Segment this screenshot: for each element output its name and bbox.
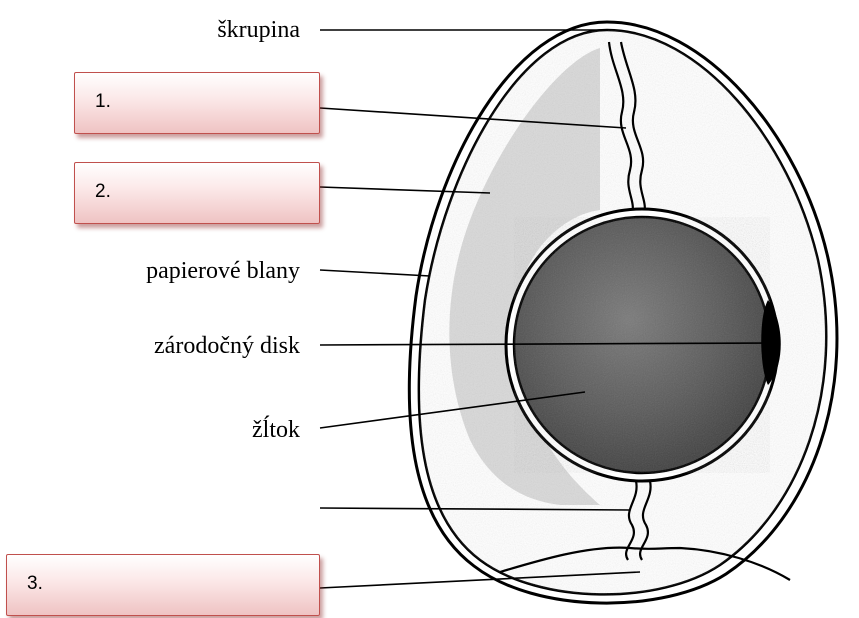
answer-box-2-label: 2. (95, 181, 111, 202)
label-membranes: papierové blany (146, 258, 300, 284)
leader-membranes (320, 270, 430, 276)
answer-box-3[interactable]: 3. (6, 554, 320, 616)
label-germinal-disc: zárodočný disk (154, 333, 300, 359)
answer-box-1[interactable]: 1. (74, 72, 320, 134)
answer-box-3-label: 3. (27, 573, 43, 594)
label-yolk: žĺtok (252, 416, 300, 443)
label-shell: škrupina (217, 17, 300, 43)
answer-box-2[interactable]: 2. (74, 162, 320, 224)
answer-box-1-label: 1. (95, 91, 111, 112)
